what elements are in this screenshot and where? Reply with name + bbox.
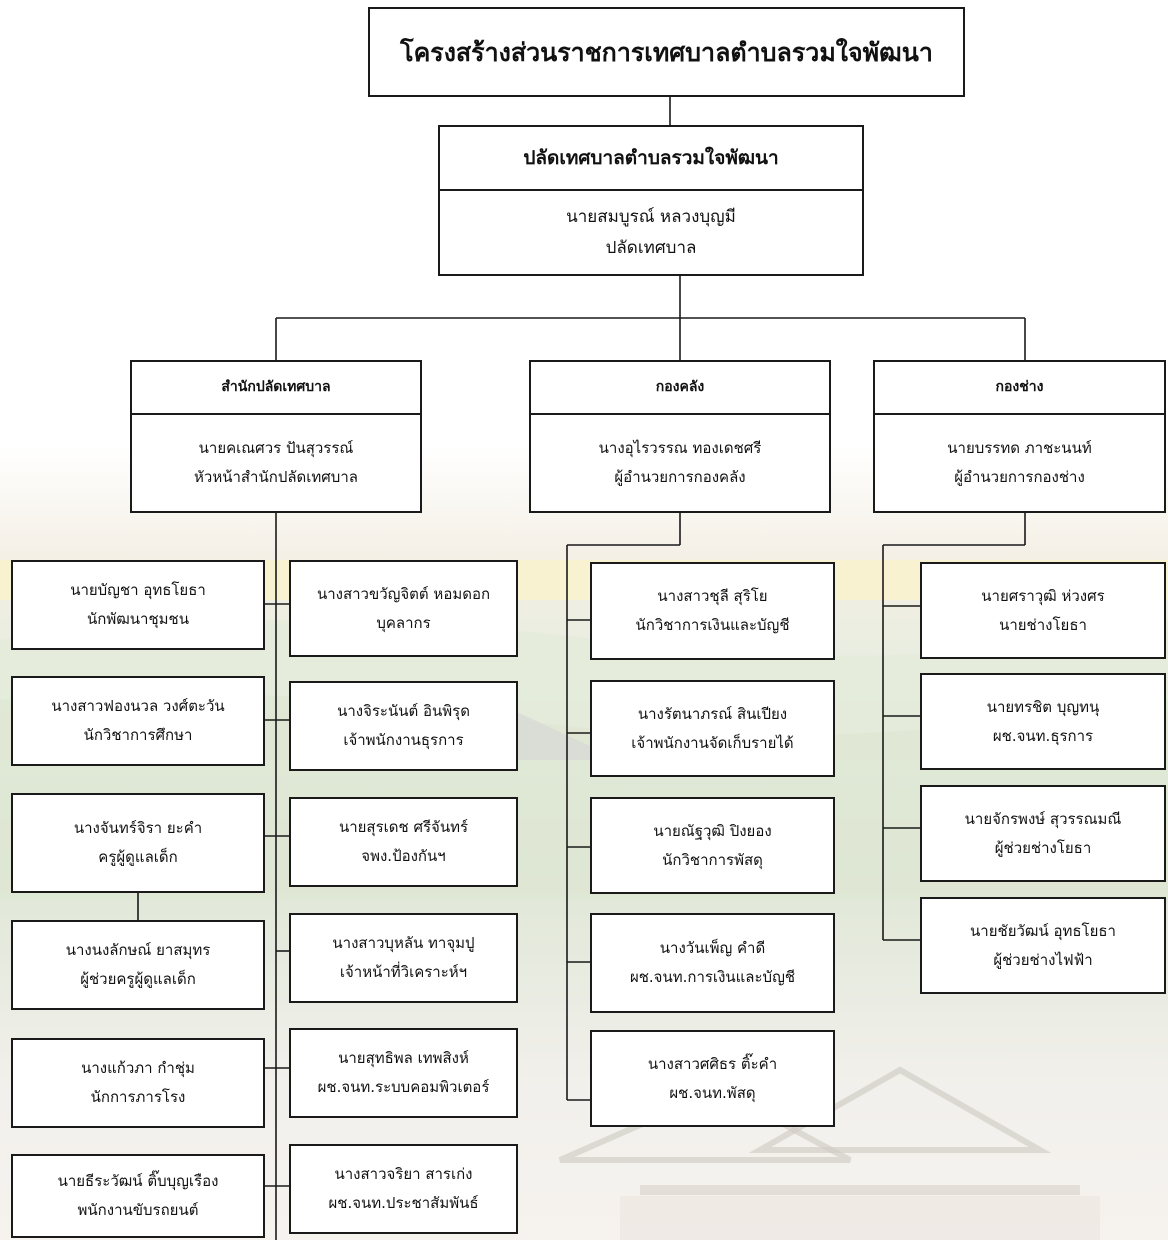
staff-position: ผู้ช่วยช่างโยธา xyxy=(994,838,1092,857)
staff-name: นางสาวขวัญจิตต์ หอมดอก xyxy=(316,584,491,603)
staff-box: นางสาวชุลี สุริโย นักวิชาการเงินและบัญชี xyxy=(590,562,835,660)
chart-title: โครงสร้างส่วนราชการเทศบาลตำบลรวมใจพัฒนา xyxy=(400,37,933,67)
staff-position: เจ้าพนักงานธุรการ xyxy=(343,731,464,749)
staff-position: จพง.ป้องกันฯ xyxy=(361,847,446,865)
staff-name: นางสาวบุหลัน ทาจุมปู xyxy=(332,934,475,952)
staff-name: นายบัญชา อุทธโยธา xyxy=(70,581,206,599)
staff-position: ผู้ช่วยช่างไฟฟ้า xyxy=(993,950,1093,969)
staff-box: นายบัญชา อุทธโยธา นักพัฒนาชุมชน xyxy=(11,560,265,650)
staff-box: นายศราวุฒิ ห่วงศร นายช่างโยธา xyxy=(920,562,1166,659)
dept-head-name: นายบรรทด ภาชะนนท์ xyxy=(947,439,1092,457)
staff-position: บุคลากร xyxy=(376,613,431,632)
staff-name: นางสาวศศิธร ติ๊ะคำ xyxy=(647,1054,778,1073)
staff-name: นางสาวจริยา สารเก่ง xyxy=(334,1165,473,1183)
staff-name: นางสาวฟองนวล วงศ์ตะวัน xyxy=(51,697,225,715)
dept-head-position: ผู้อำนวยการกองคลัง xyxy=(614,468,746,486)
staff-box: นายทรชิต บุญทนุ ผช.จนท.ธุรการ xyxy=(920,673,1166,770)
dept-head-box-engineering: นายบรรทด ภาชะนนท์ ผู้อำนวยการกองช่าง xyxy=(873,413,1166,513)
staff-name: นายณัฐวุฒิ ปิงยอง xyxy=(653,821,772,840)
staff-name: นายจักรพงษ์ สุวรรณมณี xyxy=(964,809,1122,828)
dept-head-name: นางอุไรวรรณ ทองเดชศรี xyxy=(598,439,762,457)
staff-name: นายสุรเดช ศรีจันทร์ xyxy=(338,818,469,836)
staff-position: ครูผู้ดูแลเด็ก xyxy=(98,848,178,866)
staff-position: นายช่างโยธา xyxy=(999,615,1087,634)
staff-box: นางนงลักษณ์ ยาสมุทร ผู้ช่วยครูผู้ดูแลเด็… xyxy=(11,920,265,1010)
head-title: ปลัดเทศบาลตำบลรวมใจพัฒนา xyxy=(523,146,779,169)
staff-name: นางแก้วภา กำชุ่ม xyxy=(81,1059,195,1077)
staff-box: นางสาวขวัญจิตต์ หอมดอก บุคลากร xyxy=(289,560,518,657)
staff-box: นางสาวศศิธร ติ๊ะคำ ผช.จนท.พัสดุ xyxy=(590,1030,835,1127)
staff-name: นายทรชิต บุญทนุ xyxy=(986,697,1100,716)
staff-name: นางนงลักษณ์ ยาสมุทร xyxy=(65,941,211,959)
dept-title-box-engineering: กองช่าง xyxy=(873,360,1166,415)
staff-name: นายสุทธิพล เทพสิงห์ xyxy=(338,1049,469,1067)
staff-position: ผช.จนท.การเงินและบัญชี xyxy=(629,968,796,986)
staff-position: พนักงานขับรถยนต์ xyxy=(77,1201,199,1219)
staff-box: นางสาวจริยา สารเก่ง ผช.จนท.ประชาสัมพันธ์ xyxy=(289,1144,518,1234)
dept-head-box-clerk: นายคเณศวร ปันสุวรรณ์ หัวหน้าสำนักปลัดเทศ… xyxy=(130,413,422,513)
staff-box: นายธีระวัฒน์ ติ๊บบุญเรือง พนักงานขับรถยน… xyxy=(11,1154,265,1238)
dept-title: กองคลัง xyxy=(655,379,705,395)
staff-box: นางจันทร์จิรา ยะคำ ครูผู้ดูแลเด็ก xyxy=(11,793,265,893)
staff-name: นายศราวุฒิ ห่วงศร xyxy=(981,586,1105,605)
staff-position: ผู้ช่วยครูผู้ดูแลเด็ก xyxy=(80,970,196,988)
dept-title-box-finance: กองคลัง xyxy=(529,360,831,415)
staff-position: นักพัฒนาชุมชน xyxy=(87,610,189,628)
head-position: ปลัดเทศบาล xyxy=(605,237,697,258)
staff-box: นายณัฐวุฒิ ปิงยอง นักวิชาการพัสดุ xyxy=(590,797,835,894)
dept-head-position: ผู้อำนวยการกองช่าง xyxy=(954,468,1085,486)
chart-title-box: โครงสร้างส่วนราชการเทศบาลตำบลรวมใจพัฒนา xyxy=(368,7,965,97)
staff-box: นายสุทธิพล เทพสิงห์ ผช.จนท.ระบบคอมพิวเตอ… xyxy=(289,1028,518,1118)
dept-title: กองช่าง xyxy=(995,379,1044,395)
staff-position: ผช.จนท.พัสดุ xyxy=(669,1083,756,1102)
dept-head-position: หัวหน้าสำนักปลัดเทศบาล xyxy=(194,468,358,486)
staff-position: นักการภารโรง xyxy=(90,1088,186,1106)
dept-title: สำนักปลัดเทศบาล xyxy=(221,379,331,395)
staff-name: นางสาวชุลี สุริโย xyxy=(657,587,768,605)
staff-box: นางวันเพ็ญ คำดี ผช.จนท.การเงินและบัญชี xyxy=(590,913,835,1013)
staff-box: นายจักรพงษ์ สุวรรณมณี ผู้ช่วยช่างโยธา xyxy=(920,785,1166,882)
staff-position: นักวิชาการพัสดุ xyxy=(662,850,763,869)
staff-position: ผช.จนท.ประชาสัมพันธ์ xyxy=(328,1194,479,1212)
staff-position: เจ้าหน้าที่วิเคราะห์ฯ xyxy=(339,963,468,981)
staff-position: ผช.จนท.ระบบคอมพิวเตอร์ xyxy=(317,1078,490,1096)
staff-box: นางจิระนันต์ อินพิรุด เจ้าพนักงานธุรการ xyxy=(289,681,518,771)
staff-box: นายสุรเดช ศรีจันทร์ จพง.ป้องกันฯ xyxy=(289,797,518,887)
head-name: นายสมบูรณ์ หลวงบุญมี xyxy=(566,206,736,227)
head-info-box: นายสมบูรณ์ หลวงบุญมี ปลัดเทศบาล xyxy=(438,189,864,276)
staff-box: นายชัยวัฒน์ อุทธโยธา ผู้ช่วยช่างไฟฟ้า xyxy=(920,897,1166,994)
staff-position: ผช.จนท.ธุรการ xyxy=(992,726,1094,745)
staff-box: นางสาวบุหลัน ทาจุมปู เจ้าหน้าที่วิเคราะห… xyxy=(289,913,518,1003)
staff-name: นางจันทร์จิรา ยะคำ xyxy=(73,819,203,837)
staff-name: นางจิระนันต์ อินพิรุด xyxy=(337,702,470,720)
staff-position: นักวิชาการเงินและบัญชี xyxy=(635,616,790,634)
staff-name: นางวันเพ็ญ คำดี xyxy=(659,939,766,957)
staff-box: นางแก้วภา กำชุ่ม นักการภารโรง xyxy=(11,1038,265,1128)
staff-name: นางรัตนาภรณ์ สินเปียง xyxy=(637,704,788,723)
staff-box: นางสาวฟองนวล วงศ์ตะวัน นักวิชาการศึกษา xyxy=(11,676,265,766)
dept-head-box-finance: นางอุไรวรรณ ทองเดชศรี ผู้อำนวยการกองคลัง xyxy=(529,413,831,513)
staff-box: นางรัตนาภรณ์ สินเปียง เจ้าพนักงานจัดเก็บ… xyxy=(590,680,835,777)
staff-name: นายชัยวัฒน์ อุทธโยธา xyxy=(970,921,1116,940)
staff-position: เจ้าพนักงานจัดเก็บรายได้ xyxy=(631,733,794,752)
dept-head-name: นายคเณศวร ปันสุวรรณ์ xyxy=(198,439,354,457)
staff-position: นักวิชาการศึกษา xyxy=(83,726,193,744)
dept-title-box-clerk: สำนักปลัดเทศบาล xyxy=(130,360,422,415)
staff-name: นายธีระวัฒน์ ติ๊บบุญเรือง xyxy=(57,1172,219,1190)
head-title-box: ปลัดเทศบาลตำบลรวมใจพัฒนา xyxy=(438,125,864,191)
